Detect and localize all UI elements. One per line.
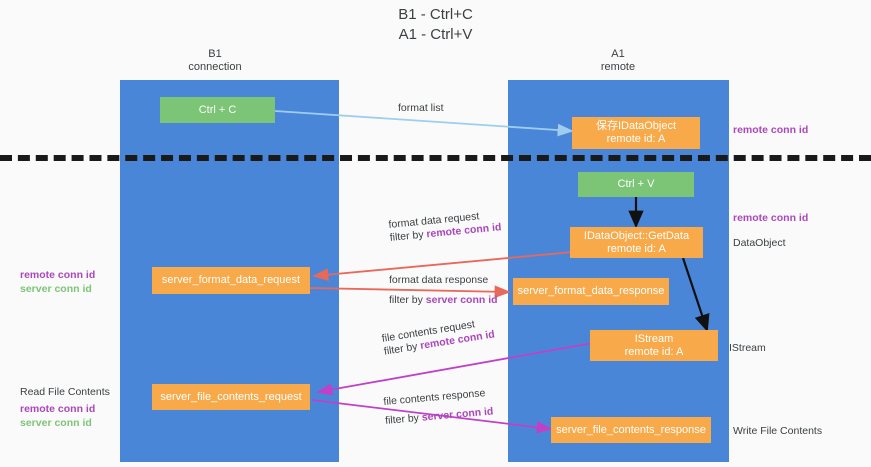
phase-divider <box>0 155 871 161</box>
filter-prefix: filter by <box>389 294 426 306</box>
box-idataobject-getdata[interactable]: IDataObject::GetData remote id: A <box>570 227 703 258</box>
box-server-format-data-response[interactable]: server_format_data_response <box>513 278 669 305</box>
column-header-a1: A1 remote <box>548 48 688 74</box>
edge-label-format-data-request: format data request filter by remote con… <box>388 208 502 245</box>
edge-label-format-data-response-line1: format data response <box>389 274 489 286</box>
annotation-left-server-conn-id: server conn id <box>20 283 92 295</box>
box-idataobject-line1: 保存IDataObject <box>595 120 677 132</box>
box-istream-line2: remote id: A <box>624 345 684 358</box>
box-server-format-data-request-label: server_format_data_request <box>161 274 301 286</box>
box-ctrl-c[interactable]: Ctrl + C <box>160 97 275 123</box>
box-istream[interactable]: IStream remote id: A <box>590 330 718 361</box>
annotation-read-file-contents: Read File Contents <box>20 386 110 398</box>
box-server-file-contents-request[interactable]: server_file_contents_request <box>152 384 310 410</box>
box-server-file-contents-request-label: server_file_contents_request <box>160 390 302 403</box>
edge-label-format-data-response: format data response filter by server co… <box>389 274 498 307</box>
column-header-a1-line1: A1 <box>611 48 625 60</box>
column-header-a1-line2: remote <box>600 61 636 73</box>
column-header-b1: B1 connection <box>145 48 285 74</box>
annotation-left-remote-conn-id: remote conn id <box>20 269 96 281</box>
filter-key-server-conn-id: server conn id <box>425 294 498 306</box>
box-server-file-contents-response[interactable]: server_file_contents_response <box>551 417 711 443</box>
column-header-b1-line2: connection <box>188 61 242 73</box>
edge-label-file-contents-response-line1: file contents response <box>383 387 486 408</box>
box-ctrl-v-label: Ctrl + V <box>617 178 655 190</box>
box-server-format-data-response-label: server_format_data_response <box>517 285 665 297</box>
box-ctrl-c-label: Ctrl + C <box>198 103 237 116</box>
filter-prefix: filter by <box>384 411 423 427</box>
box-getdata-line1: IDataObject::GetData <box>583 229 690 242</box>
filter-prefix: filter by <box>389 228 427 244</box>
edge-label-file-contents-response: file contents response filter by server … <box>383 387 494 428</box>
annotation-right-mid-remote-conn-id: remote conn id <box>733 212 809 224</box>
annotation-istream: IStream <box>729 342 766 354</box>
box-getdata-line2: remote id: A <box>607 242 666 255</box>
box-idataobject[interactable]: 保存IDataObject remote id: A <box>572 117 700 149</box>
annotation-dataobject: DataObject <box>733 237 786 249</box>
edge-label-format-data-response-filter: filter by server conn id <box>389 294 498 307</box>
annotation-left-low-remote-conn-id: remote conn id <box>20 403 96 415</box>
annotation-write-file-contents: Write File Contents <box>733 425 823 437</box>
edge-label-file-contents-request: file contents request filter by remote c… <box>381 315 496 358</box>
edge-label-file-contents-response-filter: filter by server conn id <box>385 405 494 427</box>
title-line-2: A1 - Ctrl+V <box>398 26 473 43</box>
column-header-b1-line1: B1 <box>208 48 222 60</box>
edge-label-format-list: format list <box>398 102 444 114</box>
annotation-left-low-server-conn-id: server conn id <box>20 417 92 429</box>
diagram-title: B1 - Ctrl+C A1 - Ctrl+V <box>0 5 871 45</box>
filter-key-server-conn-id: server conn id <box>421 405 494 424</box>
title-line-1: B1 - Ctrl+C <box>398 6 473 23</box>
box-ctrl-v[interactable]: Ctrl + V <box>578 172 694 197</box>
box-server-file-contents-response-label: server_file_contents_response <box>556 423 706 436</box>
box-server-format-data-request[interactable]: server_format_data_request <box>152 267 310 294</box>
annotation-right-top-remote-conn-id: remote conn id <box>733 124 809 136</box>
box-idataobject-line2: remote id: A <box>606 133 666 145</box>
box-istream-line1: IStream <box>634 332 674 345</box>
